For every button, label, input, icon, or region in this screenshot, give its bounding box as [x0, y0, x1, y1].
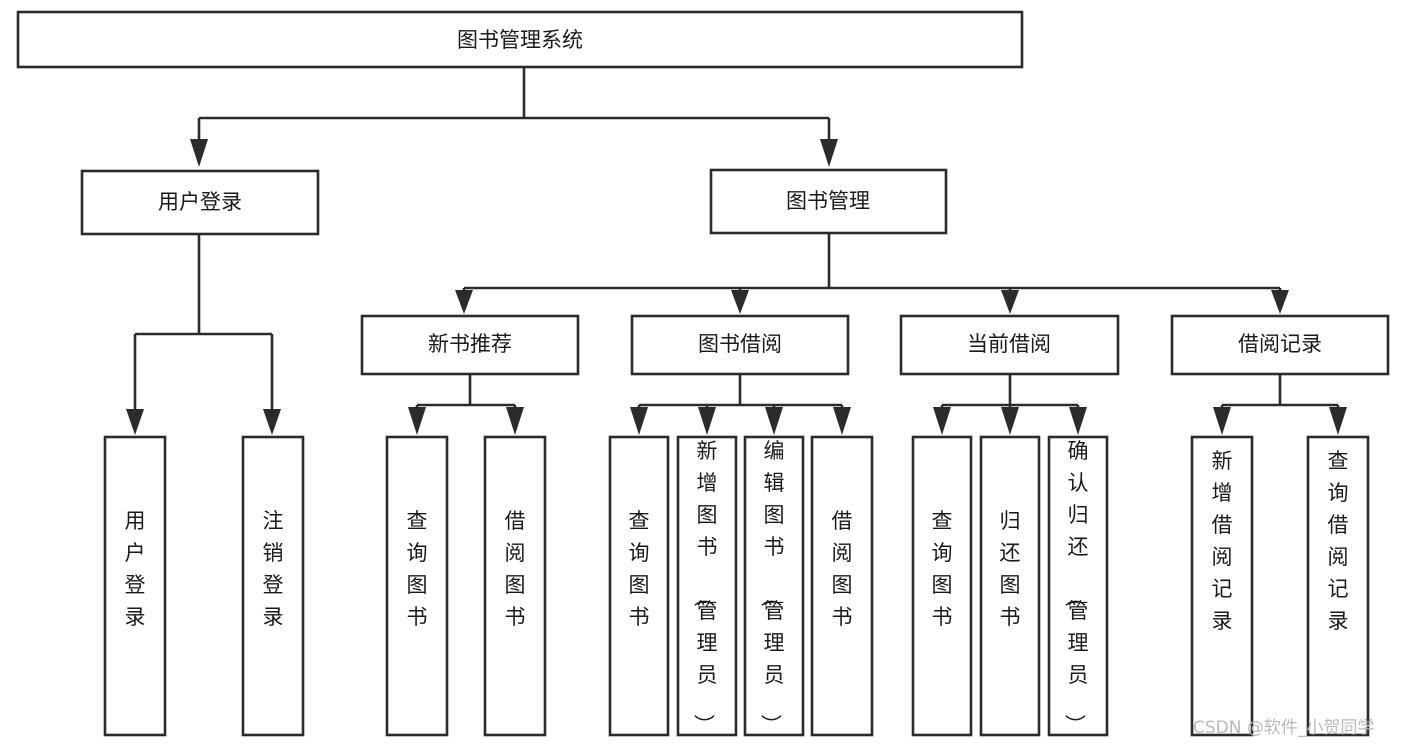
arrow-head-root-1 — [190, 139, 208, 167]
leaf-node-bb-edit-book-box[interactable] — [743, 435, 805, 737]
node-root-box[interactable] — [16, 10, 1024, 69]
node-borrow-record-box[interactable] — [1170, 314, 1390, 376]
leaf-node-nbr-query-book[interactable]: 查询图书 — [385, 435, 449, 737]
arrow-head-userlogin-2 — [263, 409, 281, 435]
arrow-head-bookmgmt-3 — [1001, 290, 1019, 314]
leaf-node-bb-add-book-box[interactable] — [676, 435, 738, 737]
leaf-node-bb-add-book[interactable]: 新增图书（管理员） — [676, 435, 738, 737]
arrow-head-root-2 — [820, 139, 838, 167]
leaf-node-cb-return-book-box[interactable] — [979, 435, 1041, 737]
node-user-login[interactable]: 用户登录 — [80, 169, 320, 236]
leaf-node-bb-edit-book[interactable]: 编辑图书（管理员） — [743, 435, 805, 737]
leaf-node-bb-query-book-label: 查询图书 — [629, 509, 650, 629]
leaf-node-br-query-record[interactable]: 查询借阅记录 — [1306, 435, 1370, 737]
node-user-login-box[interactable] — [80, 169, 320, 236]
leaf-node-cb-query-book-box[interactable] — [911, 435, 973, 737]
connector-group-bookmgmt-to-level3 — [455, 233, 1289, 314]
leaf-node-cb-query-book[interactable]: 查询图书 — [911, 435, 973, 737]
connector-group-newbook-to-leaves — [408, 374, 524, 435]
leaf-node-cb-confirm-return-box[interactable] — [1047, 435, 1109, 737]
leaf-node-user-login-box[interactable] — [103, 435, 167, 737]
node-current-borrow-box[interactable] — [899, 314, 1120, 376]
connector-group-current-to-leaves — [933, 374, 1087, 435]
node-root-system[interactable]: 图书管理系统 — [16, 10, 1024, 69]
leaf-node-cb-confirm-return[interactable]: 确认归还（管理员） — [1047, 435, 1109, 737]
node-book-management[interactable]: 图书管理 — [709, 168, 948, 235]
node-borrow-record-label: 借阅记录 — [1238, 332, 1322, 356]
leaf-node-user-login-label: 用户登录 — [125, 509, 146, 629]
csdn-watermark: CSDN @软件_小贺同学 — [1193, 718, 1374, 738]
leaf-node-bb-query-book-box[interactable] — [608, 435, 670, 737]
node-book-borrow-box[interactable] — [630, 314, 850, 376]
arrow-head-userlogin-1 — [126, 409, 144, 435]
arrow-head-newbook-2 — [506, 407, 524, 435]
connector-group-record-to-leaves — [1213, 374, 1347, 435]
leaf-node-bb-edit-book-label: 编辑图书（管理员） — [759, 439, 785, 735]
leaf-node-logout-box[interactable] — [241, 435, 305, 737]
arrow-head-newbook-1 — [408, 407, 426, 435]
leaf-node-br-query-record-label: 查询借阅记录 — [1328, 449, 1349, 633]
leaf-node-cb-return-book[interactable]: 归还图书 — [979, 435, 1041, 737]
arrow-head-borrow-2 — [698, 407, 716, 435]
node-user-login-label: 用户登录 — [158, 190, 242, 214]
leaf-node-nbr-borrow-book[interactable]: 借阅图书 — [483, 435, 547, 737]
leaf-node-nbr-query-book-label: 查询图书 — [407, 509, 428, 629]
node-borrow-record[interactable]: 借阅记录 — [1170, 314, 1390, 376]
leaf-node-nbr-borrow-book-label: 借阅图书 — [505, 509, 526, 629]
leaf-node-cb-return-book-label: 归还图书 — [1000, 509, 1021, 629]
leaf-node-user-login[interactable]: 用户登录 — [103, 435, 167, 737]
node-book-borrow-label: 图书借阅 — [698, 332, 782, 356]
arrow-head-bookmgmt-1 — [455, 290, 473, 314]
arrow-head-borrow-1 — [630, 407, 648, 435]
leaf-node-cb-confirm-return-label: 确认归还（管理员） — [1063, 439, 1089, 735]
arrow-head-record-2 — [1329, 407, 1347, 435]
arrow-head-current-2 — [1001, 407, 1019, 435]
leaf-node-bb-add-book-label: 新增图书（管理员） — [692, 439, 718, 735]
leaf-node-cb-query-book-label: 查询图书 — [932, 509, 953, 629]
connector-group-userlogin-to-leaves — [126, 235, 281, 435]
node-new-book-recommend-box[interactable] — [360, 314, 580, 376]
node-current-borrow[interactable]: 当前借阅 — [899, 314, 1120, 376]
leaf-node-nbr-query-book-box[interactable] — [385, 435, 449, 737]
connector-group-root-to-level2 — [190, 67, 838, 167]
leaf-node-br-add-record-label: 新增借阅记录 — [1212, 449, 1233, 633]
arrow-head-borrow-4 — [833, 407, 851, 435]
arrow-head-current-1 — [933, 407, 951, 435]
leaf-node-br-add-record[interactable]: 新增借阅记录 — [1190, 435, 1254, 737]
node-book-borrow[interactable]: 图书借阅 — [630, 314, 850, 376]
leaf-node-bb-borrow-book-box[interactable] — [810, 435, 874, 737]
node-current-borrow-label: 当前借阅 — [967, 332, 1051, 356]
arrow-head-current-3 — [1069, 407, 1087, 435]
node-root-label: 图书管理系统 — [457, 28, 583, 52]
node-new-book-recommend-label: 新书推荐 — [428, 332, 512, 356]
leaf-node-br-add-record-box[interactable] — [1190, 435, 1254, 737]
arrow-head-record-1 — [1213, 407, 1231, 435]
leaf-node-bb-borrow-book-label: 借阅图书 — [832, 509, 853, 629]
node-book-management-box[interactable] — [709, 168, 948, 235]
node-book-management-label: 图书管理 — [786, 189, 870, 213]
node-new-book-recommend[interactable]: 新书推荐 — [360, 314, 580, 376]
arrow-head-borrow-3 — [765, 407, 783, 435]
leaf-node-bb-borrow-book[interactable]: 借阅图书 — [810, 435, 874, 737]
arrow-head-bookmgmt-2 — [731, 290, 749, 314]
leaf-node-nbr-borrow-book-box[interactable] — [483, 435, 547, 737]
arrow-head-bookmgmt-4 — [1271, 290, 1289, 314]
leaf-node-bb-query-book[interactable]: 查询图书 — [608, 435, 670, 737]
leaf-node-br-query-record-box[interactable] — [1306, 435, 1370, 737]
connector-group-borrow-to-leaves — [630, 374, 851, 435]
leaf-node-logout[interactable]: 注销登录 — [241, 435, 305, 737]
leaf-node-logout-label: 注销登录 — [263, 509, 284, 629]
